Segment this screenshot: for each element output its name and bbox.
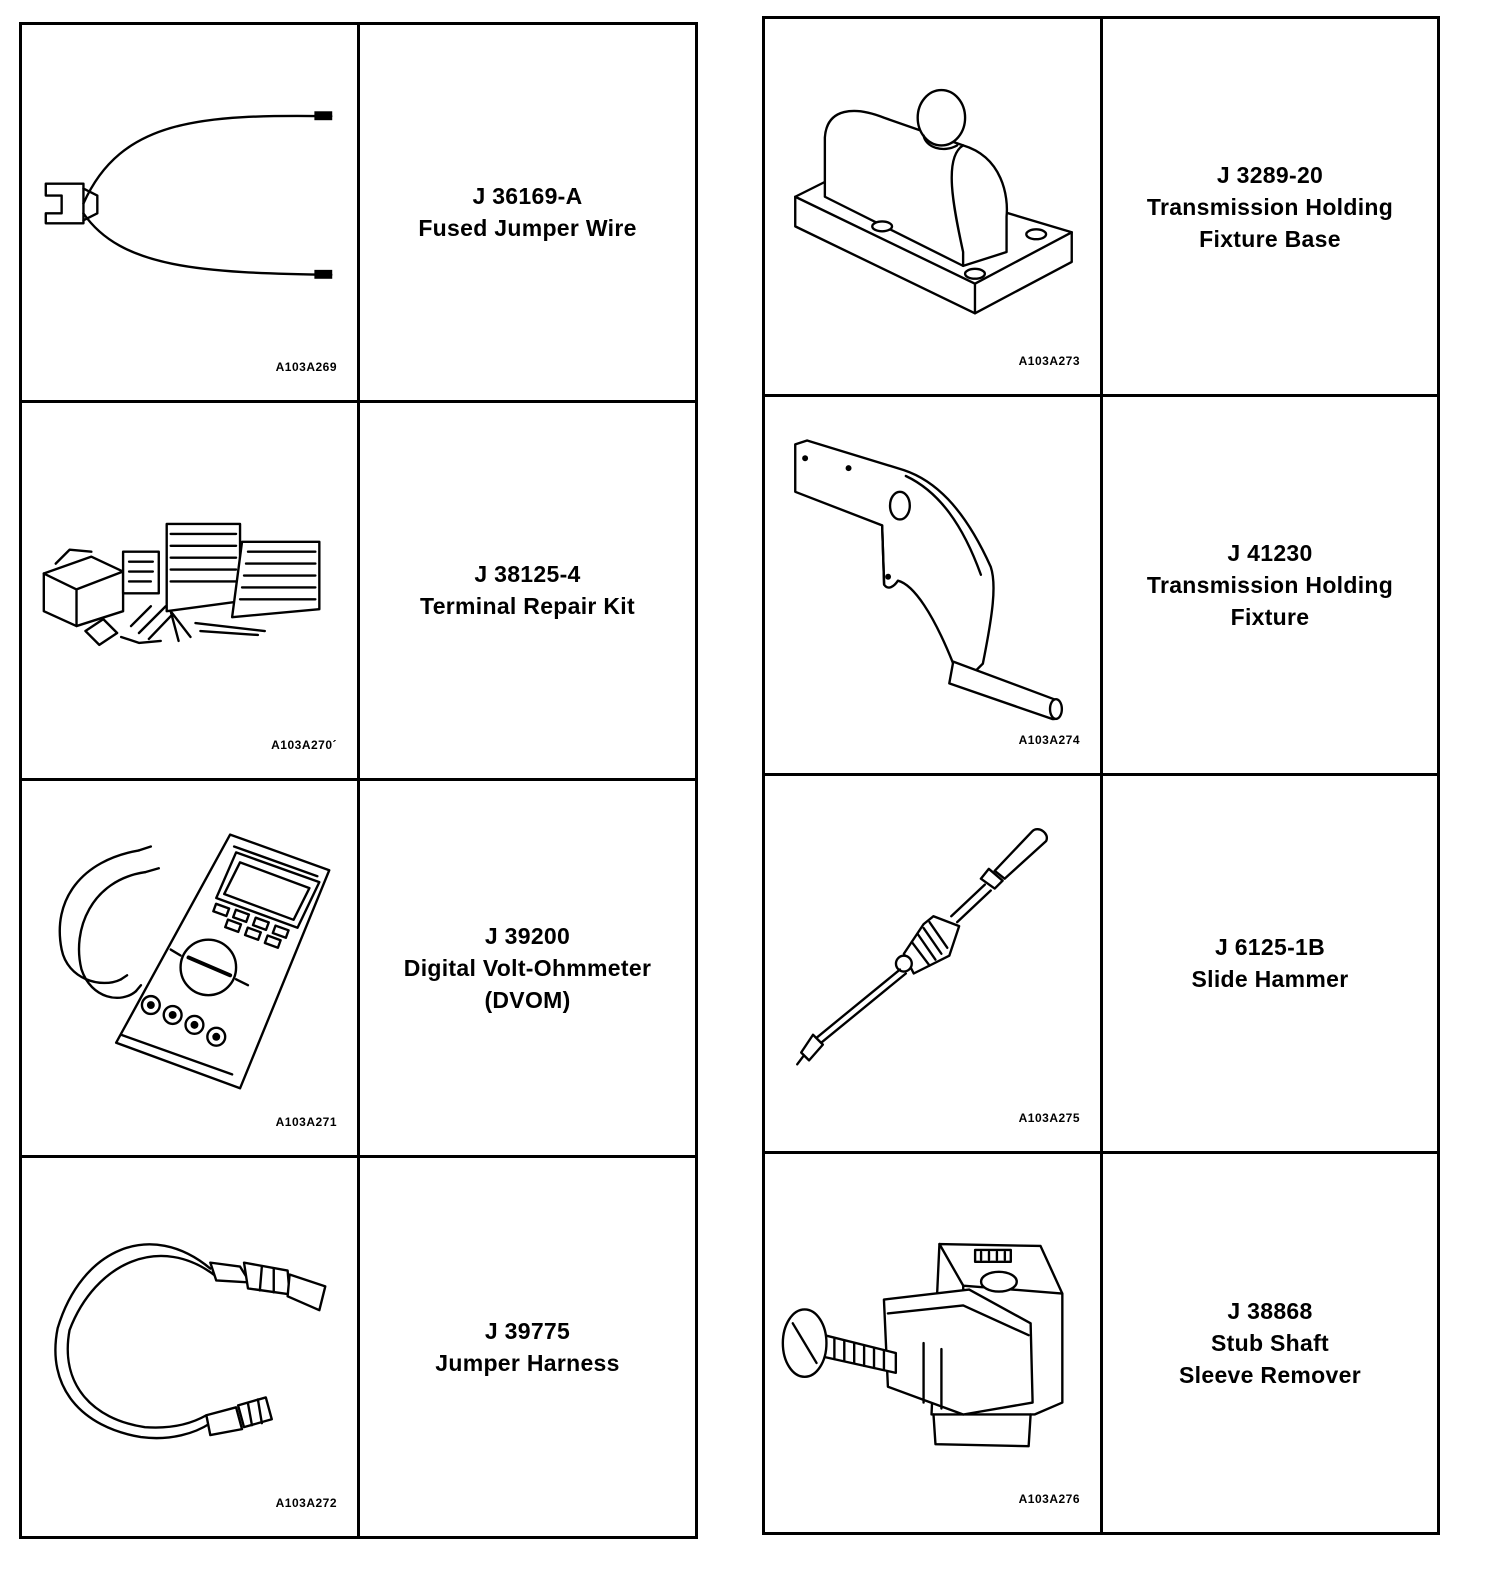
tool-number: J 39775 xyxy=(484,1318,571,1345)
figure-code: A103A273 xyxy=(1018,354,1080,369)
figure-code: A103A276 xyxy=(1018,1492,1080,1506)
tool-name-line: (DVOM) xyxy=(484,986,571,1013)
figure-code: A103A270´ xyxy=(271,737,337,752)
tool-name-line: Slide Hammer xyxy=(1191,966,1349,993)
figure-code: A103A272 xyxy=(275,1496,337,1510)
tool-number: J 6125-1B xyxy=(1214,934,1326,961)
tool-description-cell: J 38868 Stub Shaft Sleeve Remover xyxy=(1103,1154,1437,1532)
tool-description-cell: J 36169-A Fused Jumper Wire xyxy=(360,25,695,403)
tool-number: J 3289-20 xyxy=(1216,161,1324,188)
holding-fixture-icon xyxy=(794,439,1064,721)
tool-description-cell: J 3289-20 Transmission Holding Fixture B… xyxy=(1103,19,1437,398)
tool-name-line: Fused Jumper Wire xyxy=(418,215,637,242)
figure-code: A103A269 xyxy=(275,359,337,374)
tool-number: J 38868 xyxy=(1227,1297,1313,1324)
tool-name-line: Terminal Repair Kit xyxy=(420,593,635,620)
tool-name-line: Transmission Holding xyxy=(1146,571,1394,598)
tool-description-cell: J 6125-1B Slide Hammer xyxy=(1103,776,1437,1154)
figure-code: A103A271 xyxy=(275,1115,337,1130)
jumper-harness-illustration: A103A272 xyxy=(22,1158,360,1536)
tool-description-cell: J 39775 Jumper Harness xyxy=(360,1158,695,1536)
figure-code: A103A275 xyxy=(1018,1110,1080,1125)
terminal-repair-kit-icon xyxy=(42,522,321,646)
tool-description-cell: J 38125-4 Terminal Repair Kit xyxy=(360,403,695,781)
digital-volt-ohmmeter-icon xyxy=(58,832,331,1089)
tool-number: J 41230 xyxy=(1227,539,1313,566)
slide-hammer-icon xyxy=(796,827,1049,1066)
tool-name-line: Transmission Holding xyxy=(1146,193,1394,220)
tool-description-cell: J 41230 Transmission Holding Fixture xyxy=(1103,397,1437,776)
slide-hammer-illustration: A103A275 xyxy=(765,775,1103,1154)
digital-volt-ohmmeter-illustration: A103A271 xyxy=(22,780,360,1159)
stub-shaft-sleeve-remover-icon xyxy=(781,1242,1064,1448)
figure-code: A103A274 xyxy=(1018,732,1080,747)
fused-jumper-wire-icon xyxy=(44,111,333,279)
holding-fixture-base-illustration: A103A273 xyxy=(765,19,1103,398)
tool-name-line: Stub Shaft xyxy=(1211,1329,1329,1356)
holding-fixture-base-icon xyxy=(794,88,1073,315)
tool-name-line: Fixture Base xyxy=(1199,225,1341,252)
terminal-repair-kit-illustration: A103A270´ xyxy=(22,402,360,781)
stub-shaft-sleeve-remover-illustration: A103A276 xyxy=(765,1153,1103,1532)
fused-jumper-wire-illustration: A103A269 xyxy=(22,25,360,403)
tool-number: J 39200 xyxy=(484,922,571,949)
tool-number: J 36169-A xyxy=(472,183,583,210)
jumper-harness-icon xyxy=(54,1243,327,1440)
tool-name-line: Digital Volt-Ohmmeter xyxy=(403,954,652,981)
tool-name-line: Sleeve Remover xyxy=(1179,1361,1361,1388)
tool-table-right: A103A273 J 3289-20 Transmission Holding … xyxy=(762,16,1440,1535)
tool-name-line: Jumper Harness xyxy=(435,1350,620,1377)
tool-table-left: A103A269 J 36169-A Fused Jumper Wire A10… xyxy=(19,22,698,1539)
tool-description-cell: J 39200 Digital Volt-Ohmmeter (DVOM) xyxy=(360,781,695,1159)
tool-number: J 38125-4 xyxy=(474,561,581,588)
holding-fixture-illustration: A103A274 xyxy=(765,397,1103,776)
tool-name-line: Fixture xyxy=(1230,603,1310,630)
